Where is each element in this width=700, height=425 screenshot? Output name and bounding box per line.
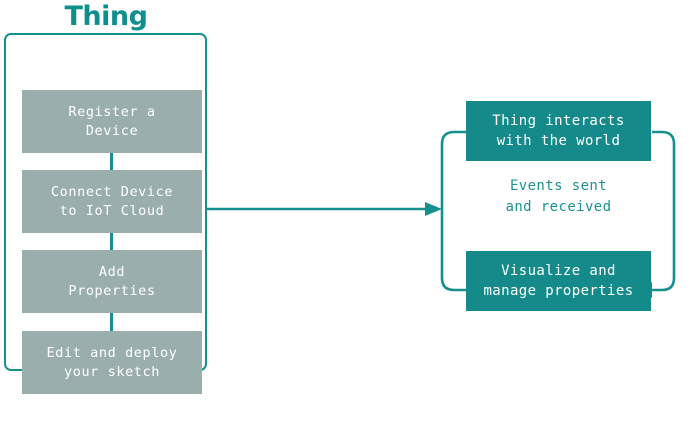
- step-box-add-properties: Add Properties: [22, 250, 202, 313]
- cycle-box-thing-interacts: Thing interacts with the world: [466, 101, 651, 161]
- page-title: Thing: [64, 1, 148, 32]
- cycle-caption-events: Events sent and received: [505, 178, 612, 215]
- step-box-register-a-device: Register a Device: [22, 90, 202, 153]
- cycle-box-visualize-and-manage: Visualize and manage properties: [466, 251, 651, 311]
- flow-arrow-right-icon: [206, 202, 442, 216]
- step-box-connect-device-to-iot-cloud: Connect Device to IoT Cloud: [22, 170, 202, 233]
- step-connector-1: [110, 153, 113, 171]
- step-connector-2: [110, 233, 113, 251]
- step-box-edit-and-deploy-your-sketch: Edit and deploy your sketch: [22, 331, 202, 394]
- step-connector-3: [110, 313, 113, 331]
- thing-steps-panel: Register a Device Connect Device to IoT …: [4, 33, 207, 394]
